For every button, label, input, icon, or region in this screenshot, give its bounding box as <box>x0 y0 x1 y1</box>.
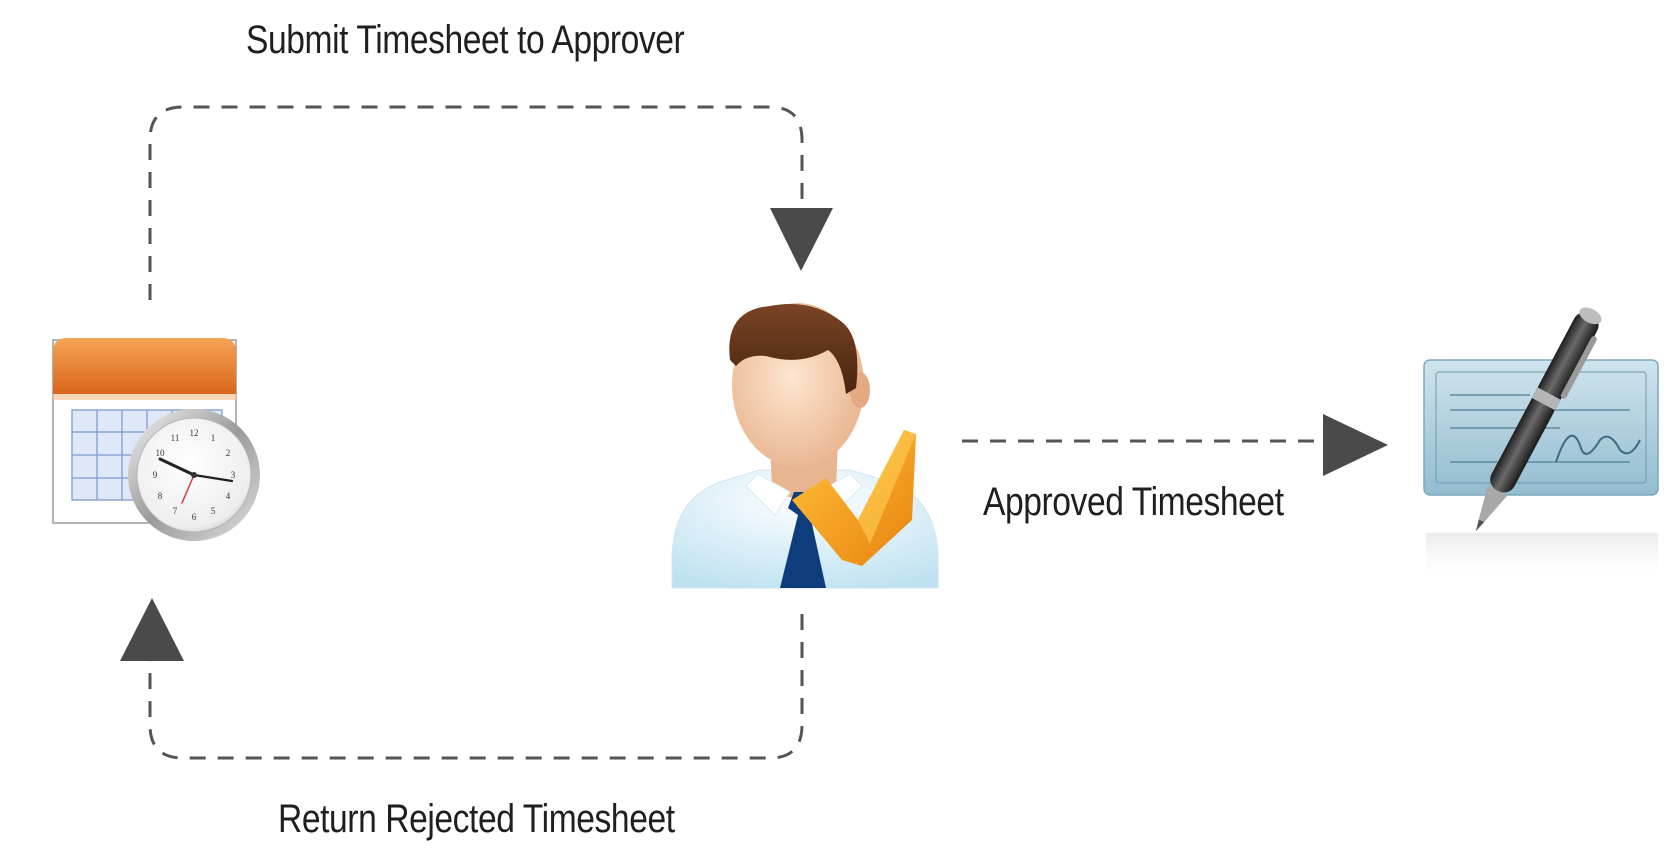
svg-text:1: 1 <box>211 433 216 443</box>
submit-connector <box>148 105 804 300</box>
svg-text:9: 9 <box>153 470 158 480</box>
svg-text:11: 11 <box>171 433 180 443</box>
return-rejected-timesheet-label: Return Rejected Timesheet <box>278 797 675 841</box>
submit-timesheet-label: Submit Timesheet to Approver <box>246 18 685 62</box>
submit-arrowhead <box>770 208 833 271</box>
calendar-clock-icon: 12 1 2 3 4 5 6 7 8 9 10 11 <box>52 338 260 541</box>
svg-text:6: 6 <box>192 512 197 522</box>
approved-arrowhead <box>1323 414 1388 476</box>
svg-text:5: 5 <box>211 506 216 516</box>
svg-text:7: 7 <box>173 506 178 516</box>
svg-text:3: 3 <box>231 470 236 480</box>
cheque-pen-icon <box>1423 307 1659 583</box>
return-arrowhead <box>120 598 184 661</box>
return-connector <box>148 614 804 760</box>
svg-text:2: 2 <box>226 448 231 458</box>
approved-timesheet-label: Approved Timesheet <box>983 480 1284 524</box>
approver-person-check-icon <box>671 303 939 589</box>
svg-text:8: 8 <box>158 491 163 501</box>
svg-text:10: 10 <box>156 448 166 458</box>
svg-text:12: 12 <box>190 428 199 438</box>
svg-text:4: 4 <box>226 491 231 501</box>
